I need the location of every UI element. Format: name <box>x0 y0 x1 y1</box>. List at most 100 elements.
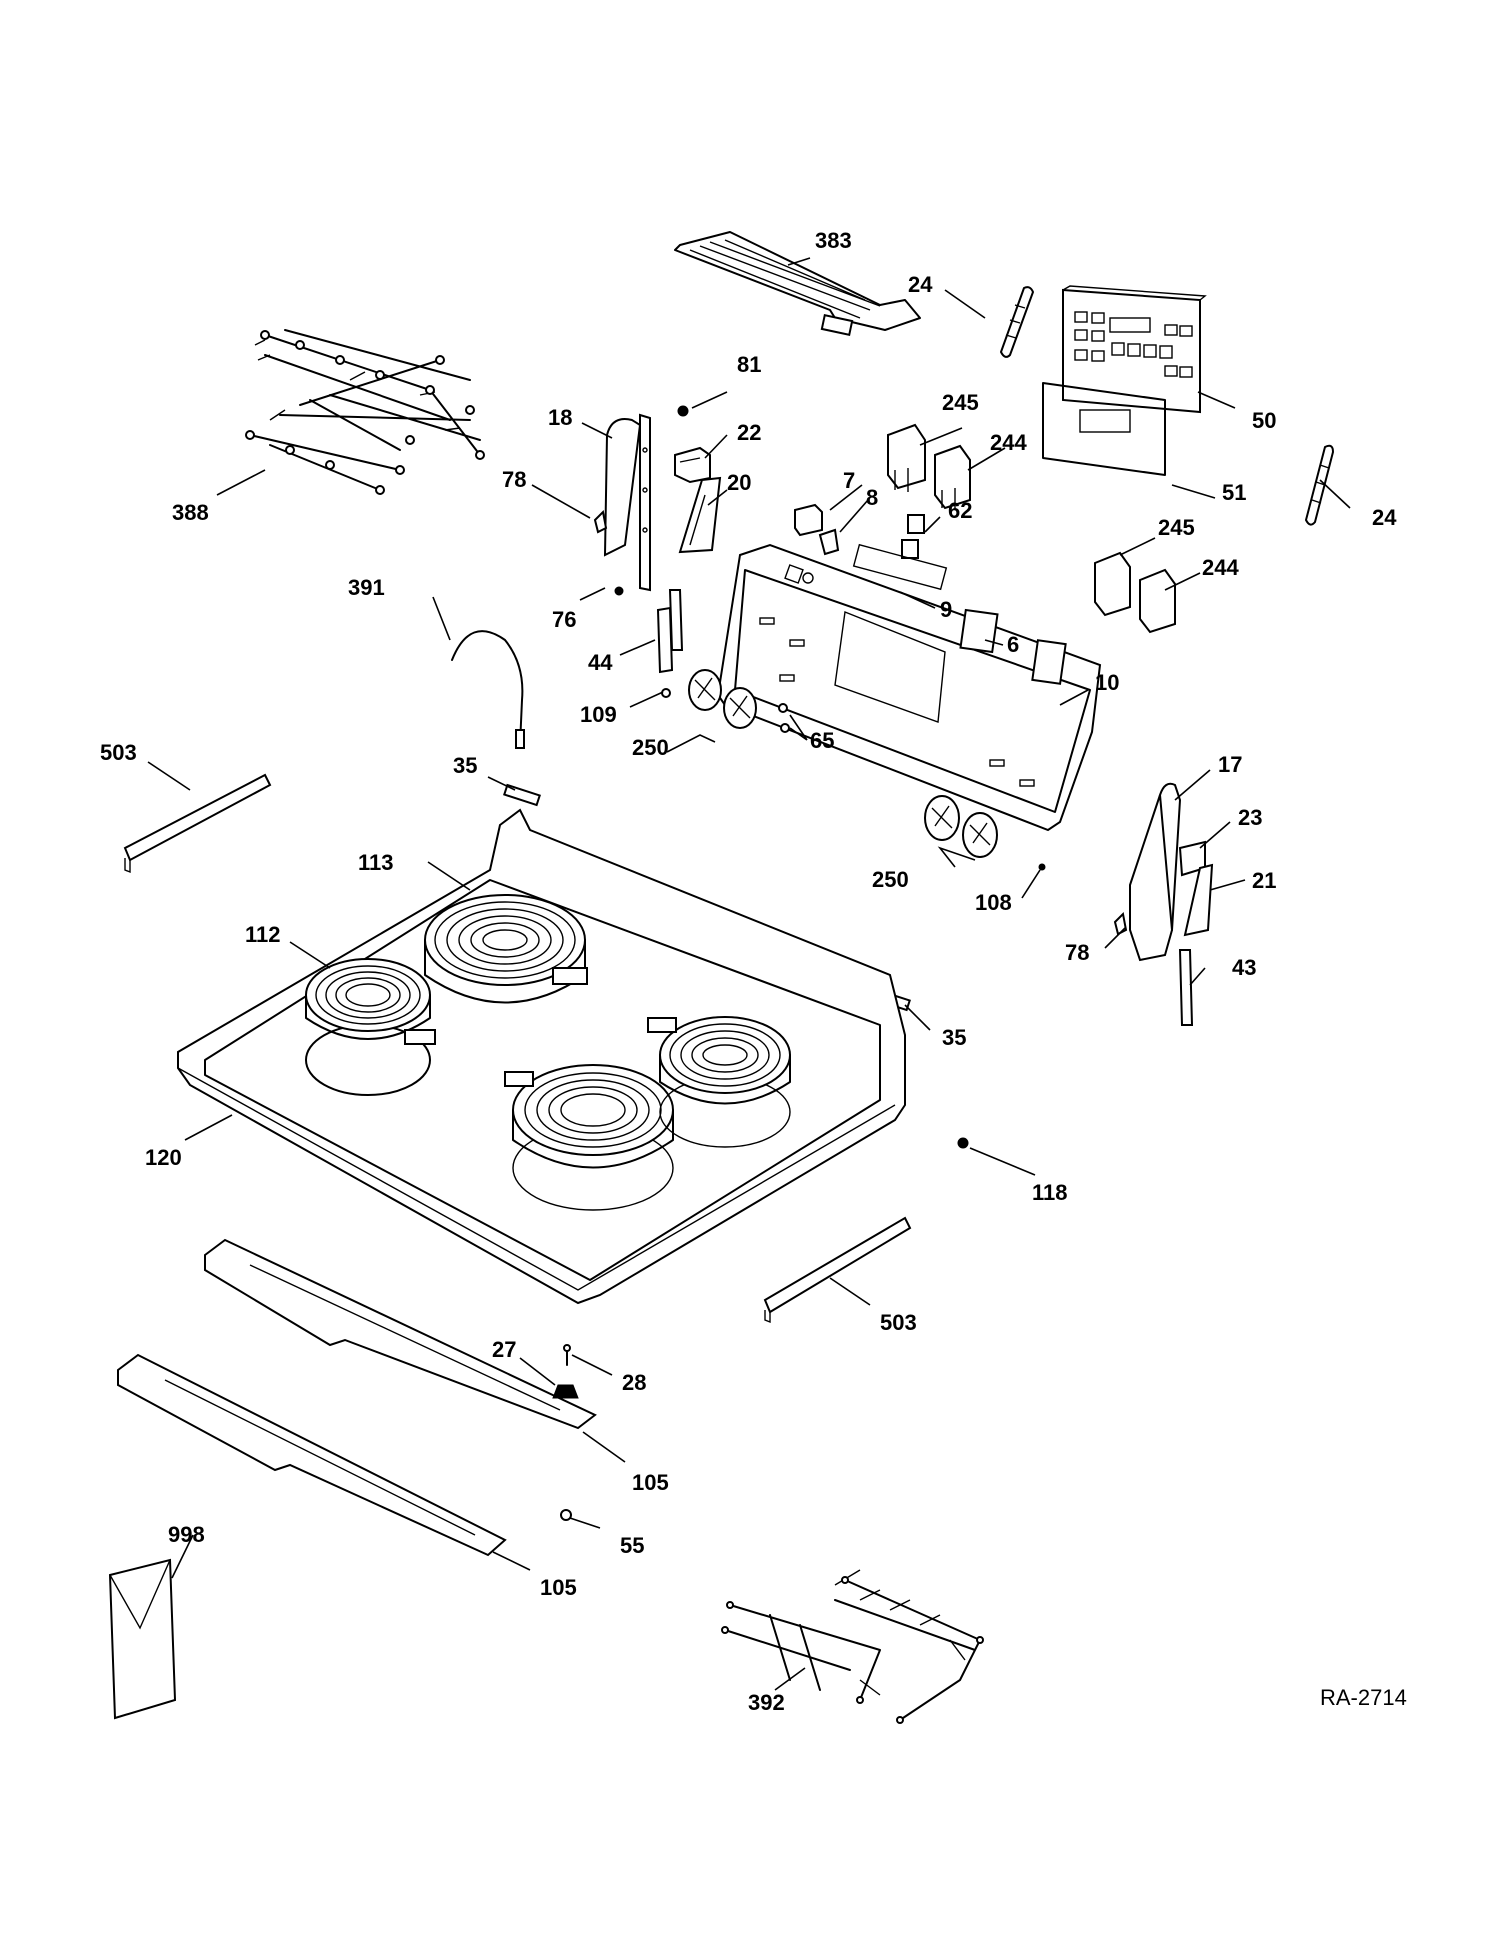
label-20: 20 <box>727 470 751 495</box>
label-113: 113 <box>358 850 394 875</box>
part-120-cooktop <box>177 808 906 1305</box>
part-front-element <box>504 1064 674 1211</box>
part-108-screw <box>1038 863 1046 871</box>
label-250-left: 250 <box>632 735 669 760</box>
part-27-grommet <box>552 1384 579 1399</box>
part-labels: 383 24 81 18 22 245 244 50 388 78 20 7 8… <box>100 228 1407 1715</box>
label-10: 10 <box>1095 670 1119 695</box>
label-22: 22 <box>737 420 761 445</box>
part-35-bracket-upper <box>503 783 541 807</box>
label-108: 108 <box>975 890 1012 915</box>
part-78-screw-left <box>593 509 608 534</box>
part-8-light <box>818 528 840 556</box>
label-120: 120 <box>145 1145 182 1170</box>
part-503-rail-right <box>763 1216 912 1324</box>
label-35-right: 35 <box>942 1025 966 1050</box>
label-35-upper: 35 <box>453 753 477 778</box>
part-245-switch-lower <box>1094 551 1131 617</box>
label-392: 392 <box>748 1690 785 1715</box>
part-112-element <box>305 958 436 1096</box>
part-105-rail-upper <box>204 1238 597 1430</box>
part-244-switch-lower <box>1139 568 1176 634</box>
label-244-upper: 244 <box>990 430 1027 455</box>
part-81-screw <box>677 405 689 417</box>
label-388: 388 <box>172 500 209 525</box>
label-24-top: 24 <box>908 272 933 297</box>
part-392-harness <box>721 1569 984 1724</box>
part-245-switch-upper <box>887 423 926 492</box>
part-250-knobs-lower <box>924 795 998 858</box>
part-28-screw <box>563 1344 571 1366</box>
label-78-right: 78 <box>1065 940 1089 965</box>
part-62-switches <box>901 514 925 559</box>
part-78-screw-right <box>1113 911 1128 936</box>
label-50: 50 <box>1252 408 1276 433</box>
part-20-bracket <box>678 476 722 554</box>
part-43-bracket <box>1178 949 1194 1026</box>
label-27: 27 <box>492 1337 516 1362</box>
part-24-bracket-top <box>1000 286 1034 358</box>
label-43: 43 <box>1232 955 1256 980</box>
part-244-switch-upper <box>934 444 971 510</box>
label-76: 76 <box>552 607 576 632</box>
part-17-side-trim <box>1129 782 1182 962</box>
part-113-element <box>424 894 588 1004</box>
label-7: 7 <box>843 468 855 493</box>
part-250-knobs-left <box>688 669 757 729</box>
label-245-upper: 245 <box>942 390 979 415</box>
label-6: 6 <box>1007 632 1019 657</box>
part-right-element <box>647 1016 791 1148</box>
label-250-lower: 250 <box>872 867 909 892</box>
label-24-right: 24 <box>1372 505 1397 530</box>
part-24-bracket-right <box>1305 444 1334 526</box>
label-8: 8 <box>866 485 878 510</box>
part-22-bracket <box>674 446 711 484</box>
label-21: 21 <box>1252 868 1276 893</box>
label-112: 112 <box>245 922 281 947</box>
label-65: 65 <box>810 728 834 753</box>
part-10-backguard <box>716 543 1102 832</box>
label-78-left: 78 <box>502 467 526 492</box>
label-55: 55 <box>620 1533 644 1558</box>
label-28: 28 <box>622 1370 646 1395</box>
leader-lines <box>147 257 1351 1691</box>
label-105-lower: 105 <box>540 1575 577 1600</box>
part-18-side-trim <box>603 413 651 592</box>
part-65-clips <box>778 703 790 733</box>
label-62: 62 <box>948 498 972 523</box>
label-118: 118 <box>1032 1180 1068 1205</box>
part-50-control-board <box>1062 285 1207 414</box>
label-17: 17 <box>1218 752 1242 777</box>
label-244-lower: 244 <box>1202 555 1239 580</box>
label-9: 9 <box>940 597 952 622</box>
label-51: 51 <box>1222 480 1246 505</box>
part-105-rail-lower <box>117 1353 507 1557</box>
part-388-harness <box>245 329 485 495</box>
part-55-nut <box>560 1509 572 1521</box>
label-105-upper: 105 <box>632 1470 669 1495</box>
label-245-lower: 245 <box>1158 515 1195 540</box>
part-109-screw <box>661 688 671 698</box>
label-23: 23 <box>1238 805 1262 830</box>
part-503-rail-left <box>123 773 272 874</box>
part-118-nut <box>957 1137 969 1149</box>
label-503-right: 503 <box>880 1310 917 1335</box>
part-44-bracket <box>656 589 684 674</box>
diagram-reference-id: RA-2714 <box>1320 1685 1407 1710</box>
part-21-bracket <box>1183 863 1214 937</box>
part-391-wire <box>451 630 525 749</box>
part-51-overlay <box>1042 382 1166 476</box>
part-76-screw <box>614 586 624 596</box>
part-7-switch <box>794 503 823 537</box>
label-44: 44 <box>588 650 613 675</box>
label-503-left: 503 <box>100 740 137 765</box>
label-391: 391 <box>348 575 385 600</box>
label-998: 998 <box>168 1522 205 1547</box>
part-998-literature <box>108 1558 177 1720</box>
label-383: 383 <box>815 228 852 253</box>
label-109: 109 <box>580 702 617 727</box>
label-18: 18 <box>548 405 572 430</box>
label-81: 81 <box>737 352 761 377</box>
part-383-harness <box>674 231 921 336</box>
